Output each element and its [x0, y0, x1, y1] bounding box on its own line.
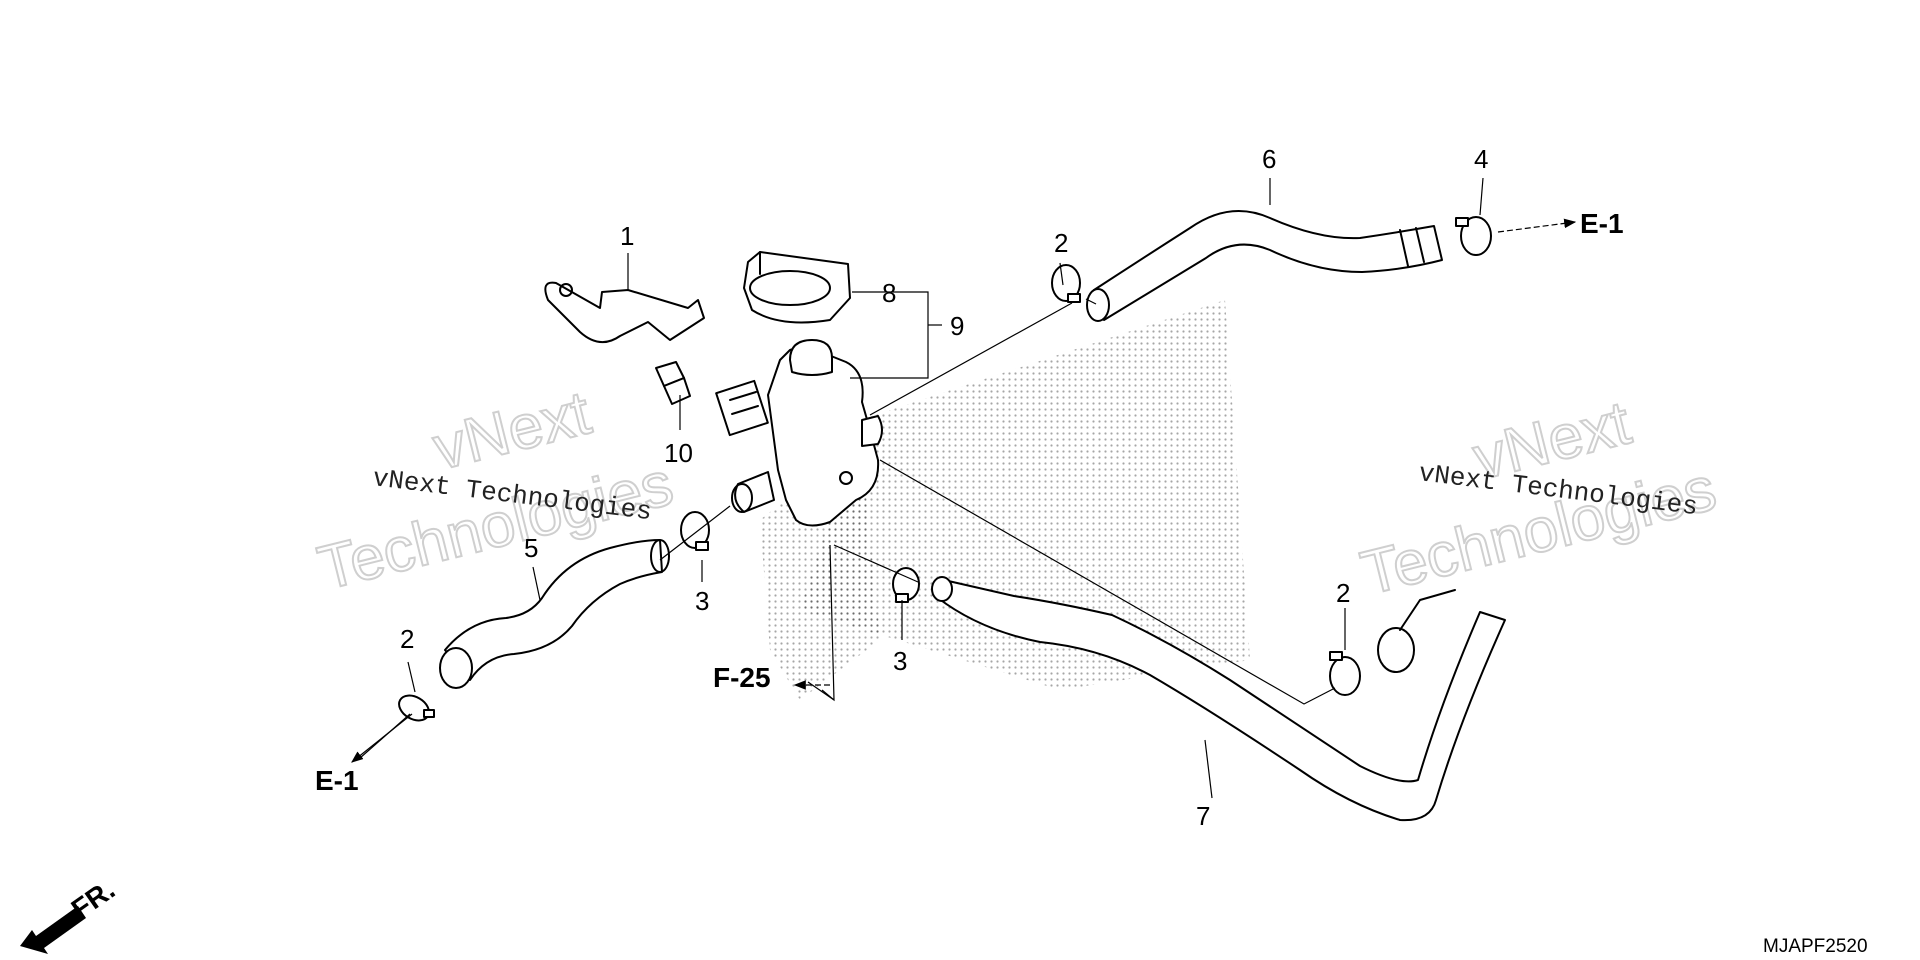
part-bolt [655, 361, 691, 405]
clamp-center-top [1051, 264, 1081, 303]
callout-6: 6 [1262, 144, 1276, 174]
clamp-left-bottom [398, 694, 435, 722]
front-arrow-icon [20, 906, 86, 954]
drawing-code: MJAPF2520 [1763, 936, 1868, 957]
part-solenoid-valve [715, 339, 883, 527]
hose-left [439, 539, 670, 689]
callout-2-top: 2 [1054, 228, 1068, 258]
callout-7: 7 [1196, 801, 1210, 831]
callout-5: 5 [524, 533, 538, 563]
clamp-left-mid [680, 511, 710, 551]
ref-f25: F-25 [713, 662, 771, 693]
reference-arrows [351, 218, 1577, 763]
arrow-to-e1-right [1497, 218, 1577, 233]
leader-lines [359, 177, 1484, 799]
callout-3-left: 3 [695, 586, 709, 616]
front-marker: FR. [20, 874, 120, 954]
callout-4: 4 [1474, 144, 1488, 174]
callout-2-right: 2 [1336, 578, 1350, 608]
ref-e1-left: E-1 [315, 765, 359, 796]
callout-9: 9 [950, 311, 964, 341]
hose-upper [1086, 209, 1443, 322]
ref-e1-right: E-1 [1580, 208, 1624, 239]
hose-lower [931, 576, 1506, 822]
clamp-center-lower [892, 567, 920, 603]
callout-1: 1 [620, 221, 634, 251]
callout-8: 8 [882, 278, 896, 308]
arrow-to-e1-left [351, 713, 413, 763]
clamp-right-lower [1329, 651, 1361, 696]
callout-3-center: 3 [893, 646, 907, 676]
callout-10: 10 [664, 438, 693, 468]
callouts: 1 2 2 2 3 3 4 5 6 7 8 9 10 [400, 144, 1488, 831]
watermark-outline-text: vNext [427, 378, 597, 483]
watermark-right: vNext Technologies vNext Technologies [1354, 387, 1724, 609]
part-rubber-mount [743, 251, 851, 324]
callout-2-left: 2 [400, 624, 414, 654]
part-bracket [544, 281, 705, 343]
clamp-right-upper [1455, 216, 1492, 256]
